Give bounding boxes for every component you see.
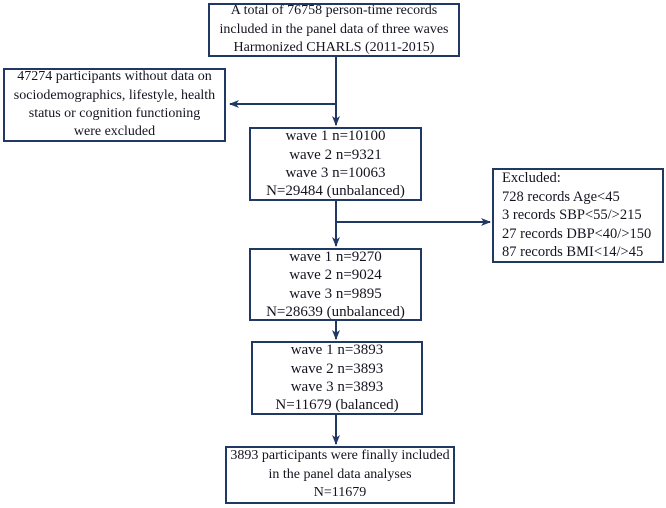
box-text-line: Excluded: bbox=[502, 170, 561, 187]
box-text-line: N=11679 bbox=[313, 485, 367, 501]
box-text-line: 27 records DBP<40/>150 bbox=[502, 225, 652, 242]
box-text-line: A total of 76758 person-time records bbox=[230, 3, 438, 19]
wave-counts-unbalanced-second-box: wave 1 n=9270 wave 2 n=9024 wave 3 n=989… bbox=[249, 248, 422, 321]
box-text-line: 87 records BMI<14/>45 bbox=[502, 244, 644, 261]
excluded-missing-data-box: 47274 participants without data on socio… bbox=[3, 68, 226, 142]
box-text-line: 47274 participants without data on bbox=[17, 69, 212, 85]
box-text-line: wave 3 n=9895 bbox=[289, 285, 382, 302]
box-text-line: N=28639 (unbalanced) bbox=[266, 303, 405, 320]
wave-counts-balanced-box: wave 1 n=3893 wave 2 n=3893 wave 3 n=389… bbox=[251, 341, 423, 415]
box-text-line: included in the panel data of three wave… bbox=[219, 21, 449, 37]
final-included-box: 3893 participants were finally included … bbox=[225, 446, 455, 504]
box-text-line: wave 2 n=9321 bbox=[289, 146, 382, 163]
box-text-line: wave 3 n=10063 bbox=[285, 165, 386, 181]
wave-counts-unbalanced-first-box: wave 1 n=10100 wave 2 n=9321 wave 3 n=10… bbox=[249, 127, 422, 201]
box-text-line: 728 records Age<45 bbox=[502, 188, 620, 205]
excluded-outliers-box: Excluded: 728 records Age<45 3 records S… bbox=[492, 168, 664, 263]
box-text-line: in the panel data analyses bbox=[268, 466, 412, 482]
box-text-line: status or cognition functioning bbox=[28, 106, 201, 121]
box-text-line: wave 1 n=10100 bbox=[285, 128, 386, 145]
box-text-line: wave 2 n=3893 bbox=[290, 360, 384, 377]
box-text-line: 3 records SBP<55/>215 bbox=[502, 207, 642, 224]
box-text-line: wave 2 n=9024 bbox=[289, 267, 382, 284]
box-text-line: sociodemographics, lifestyle, health bbox=[13, 87, 216, 103]
box-text-line: wave 1 n=3893 bbox=[290, 342, 384, 359]
box-text-line: 3893 participants were finally included bbox=[230, 448, 450, 464]
box-text-line: N=29484 (unbalanced) bbox=[266, 183, 405, 200]
box-text-line: were excluded bbox=[73, 124, 156, 140]
box-text-line: N=11679 (balanced) bbox=[275, 397, 399, 414]
box-text-line: wave 3 n=3893 bbox=[290, 379, 384, 395]
box-text-line: wave 1 n=9270 bbox=[289, 248, 382, 265]
box-text-line: Harmonized CHARLS (2011-2015) bbox=[233, 40, 435, 56]
total-records-box: A total of 76758 person-time records inc… bbox=[208, 3, 460, 57]
